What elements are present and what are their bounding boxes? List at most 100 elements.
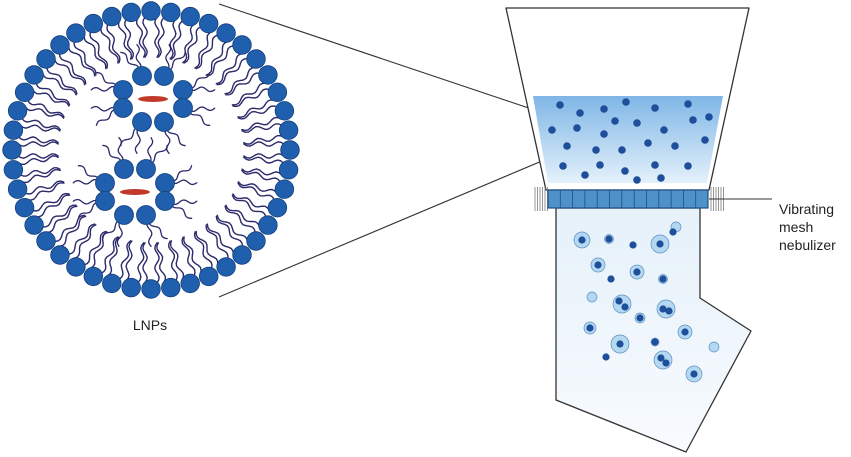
lnp-label: LNPs bbox=[132, 317, 168, 333]
lipid-tail bbox=[46, 205, 78, 234]
lipid-head bbox=[14, 197, 35, 218]
lnp-dot bbox=[576, 109, 584, 117]
lnp-dot bbox=[633, 176, 641, 184]
encapsulated-lnp bbox=[657, 354, 665, 362]
lipid-heads bbox=[2, 1, 300, 299]
encapsulated-lnp bbox=[578, 236, 586, 244]
lnp-dot bbox=[701, 136, 709, 144]
lipid-tail bbox=[106, 23, 121, 64]
lnp-dot bbox=[559, 162, 567, 170]
lipid-tail bbox=[206, 45, 235, 77]
micelle-lipid-head bbox=[154, 66, 174, 86]
lipid-tail bbox=[205, 224, 229, 260]
lipid-tail bbox=[224, 66, 256, 95]
micelle-lipid-head bbox=[173, 80, 193, 100]
lipid-tail bbox=[17, 153, 59, 159]
encapsulated-lnp bbox=[605, 235, 613, 243]
lnp-dot bbox=[596, 161, 604, 169]
micelle-lipid-tail bbox=[188, 72, 211, 89]
lipid-tail bbox=[243, 141, 285, 147]
lipid-tail bbox=[41, 72, 77, 96]
nucleic-acid-payload bbox=[120, 189, 150, 195]
lipid-tail bbox=[83, 34, 107, 70]
lipid-tail bbox=[241, 168, 283, 176]
reservoir-particles bbox=[548, 98, 713, 184]
lipid-tail bbox=[17, 141, 59, 147]
lipid-head bbox=[267, 82, 288, 103]
micelle-lipid-tail bbox=[188, 86, 216, 93]
micelle-lipid-tail bbox=[170, 179, 198, 186]
lipid-tail bbox=[136, 16, 146, 58]
lipid-tail bbox=[225, 204, 261, 228]
encapsulated-lnp bbox=[629, 241, 637, 249]
micelle-lipid-head bbox=[113, 98, 133, 118]
encapsulated-lnp bbox=[616, 340, 624, 348]
nebulizer-label-line-3: nebulizer bbox=[779, 237, 836, 253]
micelle-lipid-tail bbox=[165, 126, 186, 147]
lipid-tail bbox=[237, 105, 278, 120]
lipid-head bbox=[280, 140, 300, 160]
lipid-tail bbox=[194, 30, 213, 69]
encapsulated-lnp bbox=[669, 228, 677, 236]
lnp-dot bbox=[621, 167, 629, 175]
lipid-tail bbox=[17, 136, 59, 144]
micelle-lipid-tail bbox=[117, 137, 124, 165]
lipid-tail bbox=[241, 116, 281, 132]
lipid-tail bbox=[216, 57, 249, 86]
micelle-lipid-tail bbox=[120, 126, 141, 147]
lipid-tail bbox=[46, 66, 78, 95]
lipid-tail bbox=[118, 240, 132, 280]
lipid-head bbox=[36, 231, 56, 251]
lipid-tail bbox=[124, 18, 134, 60]
encapsulated-lnp bbox=[659, 305, 667, 313]
mesh-plate bbox=[547, 189, 709, 209]
nucleic-acid-payload bbox=[138, 96, 168, 102]
lnp-dot bbox=[573, 124, 581, 132]
lipid-tail bbox=[232, 88, 271, 108]
micelle-lipid-head bbox=[95, 191, 115, 211]
micelle-lipid-head bbox=[136, 205, 156, 225]
micelle-lipid-tail bbox=[147, 219, 168, 240]
micelle-lipid-tail bbox=[72, 198, 100, 205]
micelle-lipid-head bbox=[132, 66, 152, 86]
micelle-lipid-head bbox=[136, 159, 156, 179]
lipid-tail bbox=[35, 194, 71, 218]
lipid-head bbox=[36, 49, 56, 69]
encapsulated-lnp bbox=[602, 353, 610, 361]
aerosol-droplet bbox=[612, 294, 632, 314]
lipid-head bbox=[216, 257, 236, 277]
lipid-head bbox=[7, 101, 28, 121]
encapsulated-lnp bbox=[665, 307, 673, 315]
lipid-head bbox=[278, 160, 299, 180]
micelle-lipid-tail bbox=[90, 105, 118, 112]
micelle-lipid-tail bbox=[170, 202, 193, 219]
lipid-tail bbox=[53, 57, 86, 86]
lnp-dot bbox=[622, 98, 630, 106]
lipid-head bbox=[198, 13, 219, 34]
lipid-tail bbox=[35, 82, 71, 106]
lipid-head bbox=[246, 49, 266, 69]
nebulizer-device bbox=[505, 7, 772, 453]
micelle-lipid-head bbox=[113, 80, 133, 100]
lipid-tail bbox=[237, 181, 278, 194]
encapsulated-lnp bbox=[681, 328, 689, 336]
lnp-dot bbox=[600, 130, 608, 138]
lipid-tail bbox=[216, 214, 249, 243]
nebulizer-label-line-1: Vibrating bbox=[779, 201, 835, 217]
lipid-tail bbox=[231, 194, 267, 218]
micelle-lipid-tail bbox=[102, 219, 123, 240]
aerosol-droplet bbox=[708, 341, 720, 353]
encapsulated-lnp bbox=[586, 324, 594, 332]
micelle-lipid-tail bbox=[165, 44, 172, 72]
lipid-head bbox=[50, 245, 70, 265]
lipid-head bbox=[216, 23, 236, 43]
lipid-tail bbox=[237, 99, 275, 118]
lipid-tail bbox=[195, 34, 219, 70]
lipid-tail bbox=[225, 72, 261, 96]
encapsulated-lnp bbox=[615, 297, 623, 305]
lipid-tail bbox=[224, 205, 256, 234]
reservoir-liquid bbox=[533, 96, 723, 183]
lipid-tail bbox=[27, 182, 65, 201]
lnp-dot bbox=[671, 142, 679, 150]
lipid-tail bbox=[183, 236, 202, 274]
